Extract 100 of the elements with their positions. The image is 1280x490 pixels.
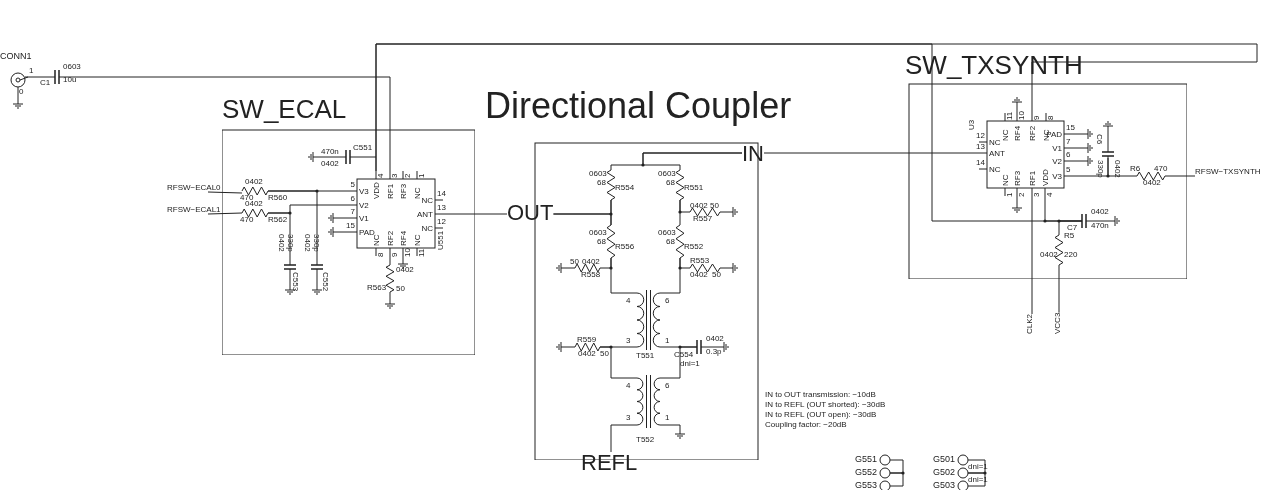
pin-number: 3: [391, 173, 399, 178]
pin-name: ANT: [989, 150, 1005, 158]
pin-name: V3: [359, 188, 369, 196]
pin-name: NC: [421, 197, 433, 205]
wire: [610, 424, 638, 453]
pin-name: PAD: [359, 229, 375, 237]
wire: [889, 472, 904, 487]
wire: [349, 156, 377, 158]
wire: [1164, 175, 1196, 177]
package-label: 0603: [658, 170, 676, 178]
pin-number: 1: [665, 414, 670, 422]
pin-name: RF3: [1013, 170, 1022, 186]
wire: [763, 152, 980, 154]
pin-number: 11: [1006, 111, 1014, 120]
pin-number: 1: [418, 173, 426, 178]
pin-name: NC: [372, 234, 381, 246]
pin-number: 9: [391, 252, 399, 257]
pin-number: 14: [976, 159, 985, 167]
wire: [207, 191, 243, 194]
wire: [1107, 157, 1138, 177]
pin-number: 7: [350, 208, 355, 216]
net-label: RFSW−ECAL0: [167, 184, 221, 192]
net-label: REFL: [581, 452, 638, 474]
reference-label: G553: [855, 481, 878, 490]
wire: [610, 199, 612, 226]
value-label: 470: [240, 194, 254, 202]
reference-label: R557: [693, 215, 713, 223]
reference-label: R562: [268, 216, 288, 224]
wire: [58, 76, 391, 172]
package-label: 0402: [706, 335, 724, 343]
reference-label: C552: [321, 272, 329, 292]
package-label: 0402: [1143, 179, 1161, 187]
value-label: 68: [666, 238, 675, 246]
block-title: SW_TXSYNTH: [905, 52, 1083, 78]
package-label: 0402: [578, 350, 596, 358]
reference-label: CONN1: [0, 52, 32, 61]
pin-number: 1: [1006, 192, 1014, 197]
pin-name: NC: [413, 187, 422, 199]
value-label: 330p: [286, 234, 294, 252]
pin-name: VDD: [1041, 169, 1050, 186]
value-label: 470n: [321, 148, 339, 156]
pin-number: 13: [437, 204, 446, 212]
pin-number: 5: [1066, 166, 1071, 174]
pin-number: 10: [1018, 111, 1026, 120]
net-label: CLK2: [1026, 314, 1034, 334]
pin-number: 1: [29, 67, 34, 75]
pin-number: 12: [976, 132, 985, 140]
block-title: SW_ECAL: [222, 96, 347, 122]
net-label: RFSW−ECAL1: [167, 206, 221, 214]
reference-label: G552: [855, 468, 878, 477]
wire: [610, 257, 638, 294]
value-label: 50: [570, 258, 579, 266]
pin-number: 4: [377, 173, 385, 178]
test-point: [855, 467, 891, 479]
value-label: 0.3p: [706, 348, 722, 356]
package-label: 0402: [396, 266, 414, 274]
value-label: 50: [600, 350, 609, 358]
pin-number: 3: [1033, 192, 1041, 197]
package-label: 0402: [321, 160, 339, 168]
value-label: 10u: [63, 76, 77, 84]
resistor-symbol: [658, 170, 701, 200]
reference-label: U3: [968, 119, 976, 130]
pin-number: 9: [1033, 115, 1041, 120]
pin-number: 0: [19, 88, 24, 96]
pin-name: NC: [989, 166, 1001, 174]
value-label: 50: [396, 285, 405, 293]
value-label: 220: [1064, 251, 1078, 259]
pin-number: 3: [626, 414, 631, 422]
wire: [679, 199, 691, 213]
pin-number: 2: [1018, 192, 1026, 197]
pin-number: 6: [665, 297, 670, 305]
package-label: 0402: [1091, 208, 1109, 216]
note-label: dni=1: [968, 463, 988, 471]
pin-name: V2: [359, 202, 369, 210]
package-label: 0402: [245, 178, 263, 186]
block-title: Directional Coupler: [485, 88, 792, 124]
resistor-symbol: [1128, 164, 1168, 188]
reference-label: R5: [1064, 232, 1075, 240]
pin-name: ANT: [417, 211, 433, 219]
wire: [642, 152, 743, 171]
pin-name: NC: [421, 225, 433, 233]
wire: [1058, 220, 1083, 236]
pin-name: RF4: [1013, 125, 1022, 141]
package-label: 0402: [245, 200, 263, 208]
note-label: dni=1: [968, 476, 988, 484]
wire: [967, 459, 986, 474]
pin-name: NC: [1001, 129, 1010, 141]
reference-label: G502: [933, 468, 956, 477]
reference-label: C6: [1095, 134, 1103, 145]
package-label: 0402: [582, 258, 600, 266]
wire: [1058, 264, 1060, 314]
pin-number: 14: [437, 190, 446, 198]
reference-label: G503: [933, 481, 956, 490]
pin-name: RF1: [386, 183, 395, 199]
value-label: 68: [597, 238, 606, 246]
reference-label: T552: [636, 436, 655, 444]
wire: [207, 212, 243, 215]
wire: [389, 255, 391, 266]
reference-label: C551: [353, 144, 373, 152]
value-label: 68: [597, 179, 606, 187]
